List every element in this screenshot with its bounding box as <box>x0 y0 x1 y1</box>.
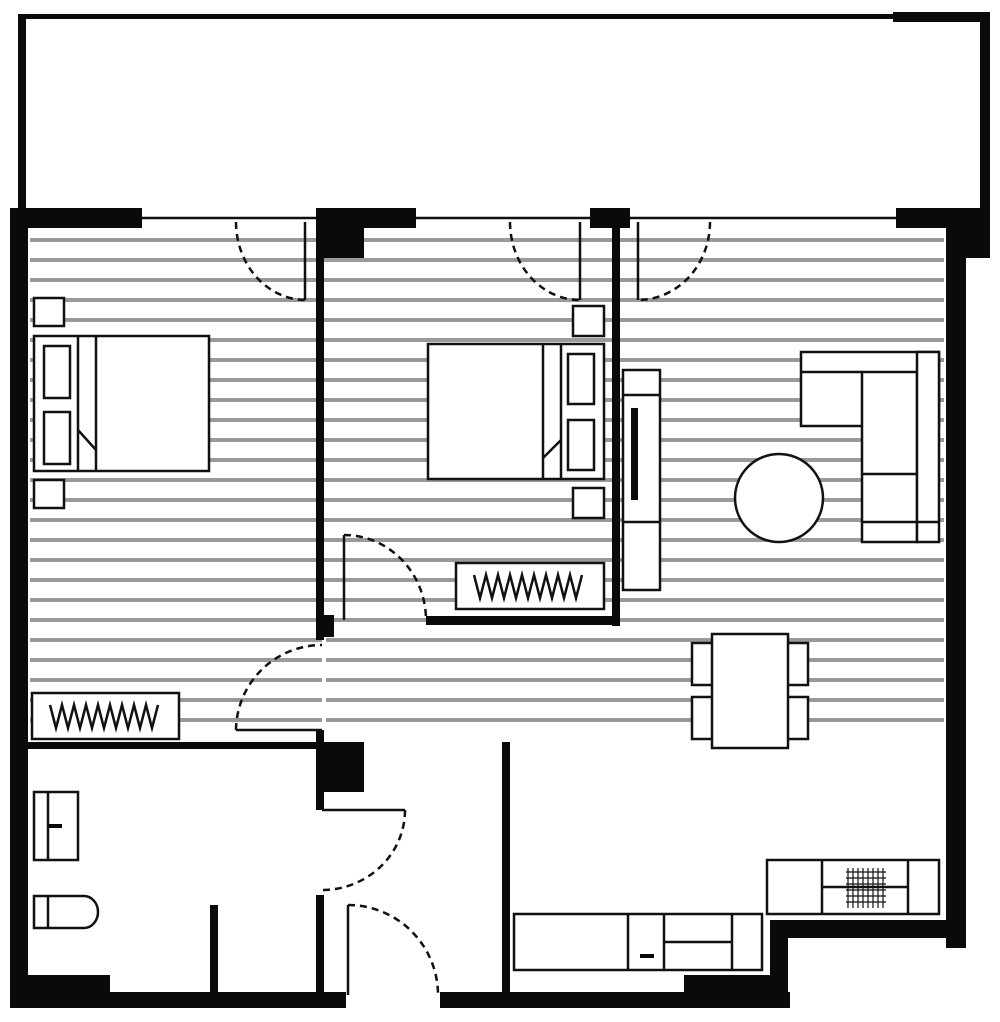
wardrobe-icon <box>30 691 181 741</box>
kitchen-counter <box>512 912 764 972</box>
bathroom-fixtures <box>32 790 100 930</box>
bed-icon <box>426 342 606 481</box>
wardrobe-icon <box>454 561 606 611</box>
toilet-icon <box>32 894 100 930</box>
bedroom-1-door[interactable] <box>234 643 323 732</box>
nightstand <box>571 304 606 338</box>
living-room-furniture <box>621 350 941 592</box>
exterior-walls <box>10 208 990 1008</box>
stove-icon <box>765 858 941 916</box>
bedroom-1-furniture <box>30 296 211 741</box>
tv-unit-icon <box>621 368 662 592</box>
sink-icon <box>640 954 654 958</box>
bedroom-2-door[interactable] <box>342 533 428 621</box>
unhatched-areas <box>26 630 946 1008</box>
nightstand <box>32 478 66 510</box>
bedroom-2-furniture <box>426 304 606 611</box>
bathroom-door[interactable] <box>321 808 407 892</box>
balcony <box>18 12 990 222</box>
entrance-door[interactable] <box>346 903 440 996</box>
bed-icon <box>32 334 211 473</box>
balcony-door-bedroom-2[interactable] <box>508 221 582 302</box>
kitchen-fixtures <box>512 858 941 972</box>
balcony-door-bedroom-1[interactable] <box>234 221 307 302</box>
doors <box>234 221 712 996</box>
sofa-icon <box>799 350 941 544</box>
balcony-door-living[interactable] <box>636 221 712 302</box>
dining-table-icon <box>690 632 810 750</box>
sink-icon <box>32 790 80 862</box>
round-table-icon <box>733 452 825 544</box>
interior-walls <box>28 208 620 995</box>
nightstand <box>32 296 66 328</box>
nightstand <box>571 486 606 520</box>
